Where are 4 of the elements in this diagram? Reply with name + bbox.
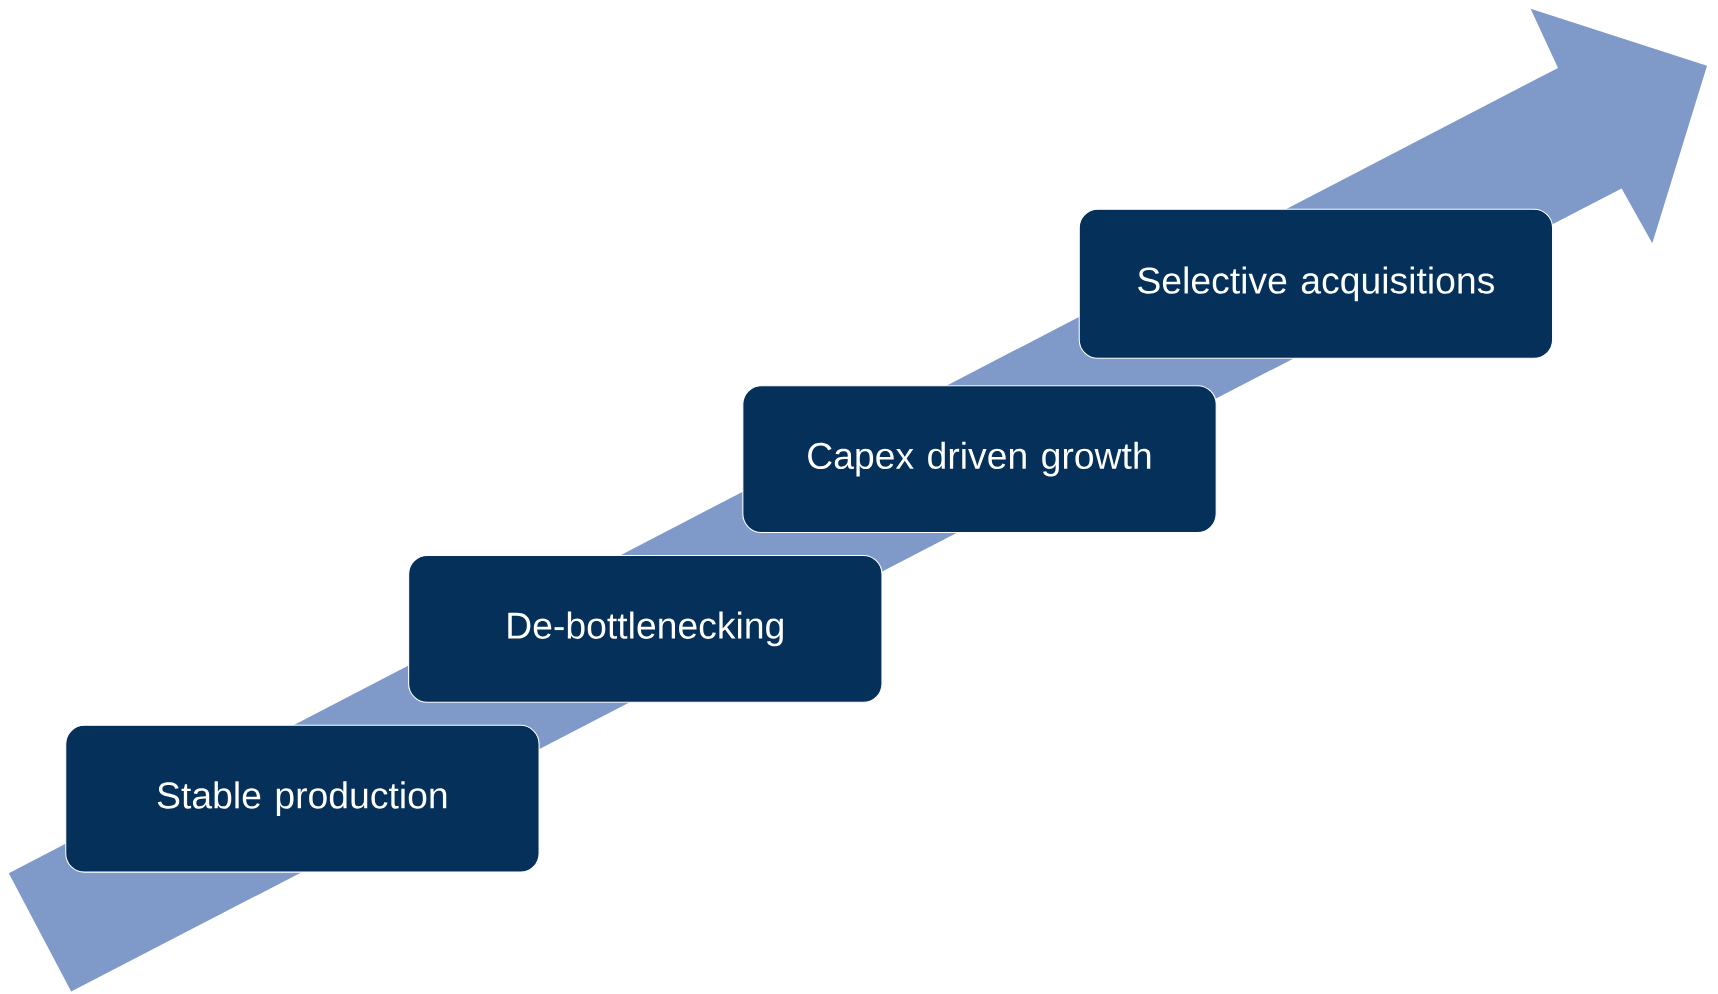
step-box: De-bottlenecking	[408, 554, 883, 703]
step-box: Selective acquisitions	[1078, 208, 1554, 359]
step-box: Capex driven growth	[742, 385, 1217, 534]
step-box: Stable production	[65, 724, 540, 873]
